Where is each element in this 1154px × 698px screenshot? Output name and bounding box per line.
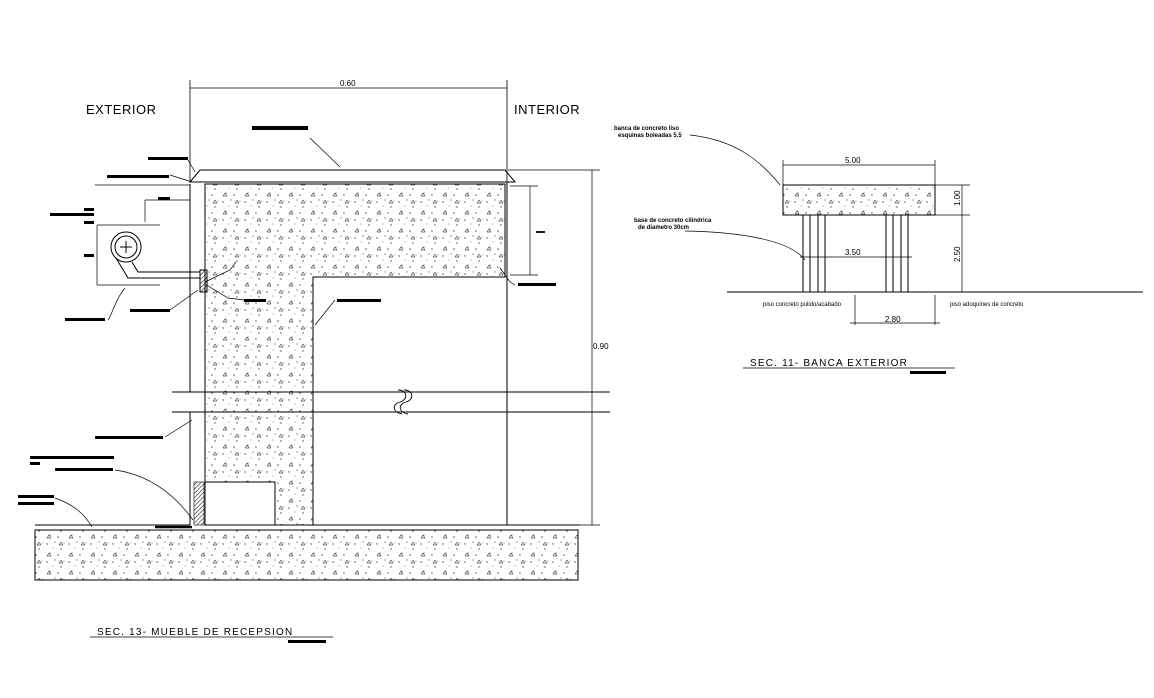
section-13-note-marks <box>18 126 556 643</box>
section-11-title-mark <box>910 371 946 374</box>
section-11-title: SEC. 11- BANCA EXTERIOR <box>750 358 908 369</box>
dim-seat-thickness: 1.00 <box>953 190 962 206</box>
note-seat-line2: esquinas boleadas 5.5 <box>618 133 682 139</box>
note-leg-line1: base de concreto cilindrica <box>634 218 712 224</box>
interior-label: INTERIOR <box>514 102 580 117</box>
dim-top-section11: 5.00 <box>845 156 861 165</box>
dim-mid-section11: 3.50 <box>845 248 861 257</box>
dim-right-section13: 0.90 <box>593 342 609 351</box>
note-seat-line1: banca de concreto liso <box>614 126 679 132</box>
section-13-drawing <box>34 80 610 581</box>
dim-leg-height: 2.50 <box>953 246 962 262</box>
section-11-drawing <box>684 134 1143 325</box>
note-leg-line2: de diametro 30cm <box>638 225 689 231</box>
dim-bottom-section11: 2.80 <box>885 315 901 324</box>
floor-left-label: piso concreto pulido/acabado <box>763 302 842 308</box>
section-13-title: SEC. 13- MUEBLE DE RECEPSION <box>97 627 293 638</box>
dim-top-section13: 0.60 <box>340 79 356 88</box>
floor-right-label: piso adoquines de concreto <box>950 302 1024 308</box>
exterior-label: EXTERIOR <box>86 102 156 117</box>
